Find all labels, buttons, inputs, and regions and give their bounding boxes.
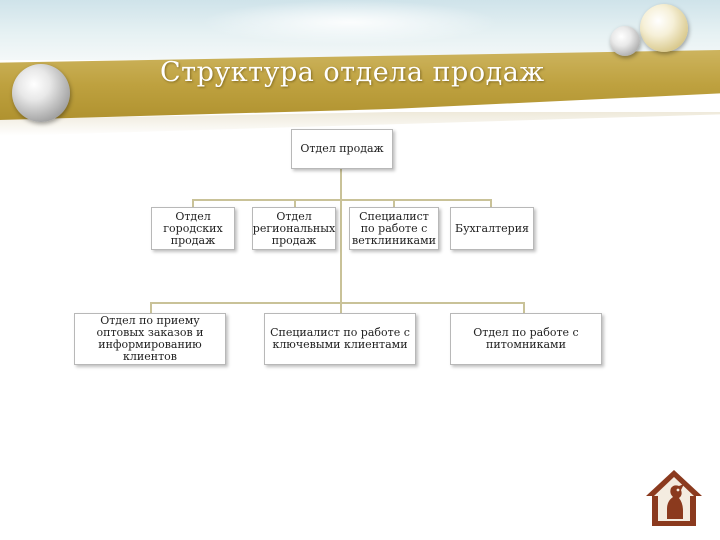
pearl-decoration-right-small: [610, 26, 640, 56]
node-wholesale-orders: Отдел по приему оптовых заказов и информ…: [74, 313, 226, 365]
node-vet-clinic-specialist: Специалист по работе с ветклиниками: [349, 207, 439, 250]
node-city-sales: Отдел городских продаж: [151, 207, 235, 250]
connector-drop-2: [294, 199, 296, 209]
node-sales-department: Отдел продаж: [291, 129, 393, 169]
connector-drop-1: [192, 199, 194, 209]
node-regional-sales: Отдел региональных продаж: [252, 207, 336, 250]
connector-drop-4: [490, 199, 492, 209]
slide-title: Структура отдела продаж: [160, 57, 545, 88]
node-label: Специалист по работе с ключевыми клиента…: [270, 326, 410, 351]
house-logo-icon: [646, 470, 702, 526]
node-label: Отдел по работе с питомниками: [473, 326, 579, 351]
connector-level2-bar: [150, 302, 525, 304]
connector-drop-3: [393, 199, 395, 209]
node-label: Отдел региональных продаж: [252, 209, 336, 247]
node-label: Специалист по работе с ветклиниками: [352, 209, 436, 247]
connector-level1-bar: [192, 199, 492, 201]
connector-root-trunk: [340, 168, 342, 304]
node-label: Бухгалтерия: [455, 221, 529, 235]
node-kennels-department: Отдел по работе с питомниками: [450, 313, 602, 365]
connector-drop-6: [340, 302, 342, 314]
connector-drop-7: [523, 302, 525, 314]
node-label: Отдел городских продаж: [163, 209, 223, 247]
node-label: Отдел по приему оптовых заказов и информ…: [96, 314, 204, 363]
node-accounting: Бухгалтерия: [450, 207, 534, 250]
node-label: Отдел продаж: [300, 142, 384, 155]
header-glow: [200, 0, 500, 45]
connector-drop-5: [150, 302, 152, 314]
pearl-decoration-right-large: [640, 4, 688, 52]
node-key-accounts-specialist: Специалист по работе с ключевыми клиента…: [264, 313, 416, 365]
pearl-decoration-left: [12, 64, 70, 122]
